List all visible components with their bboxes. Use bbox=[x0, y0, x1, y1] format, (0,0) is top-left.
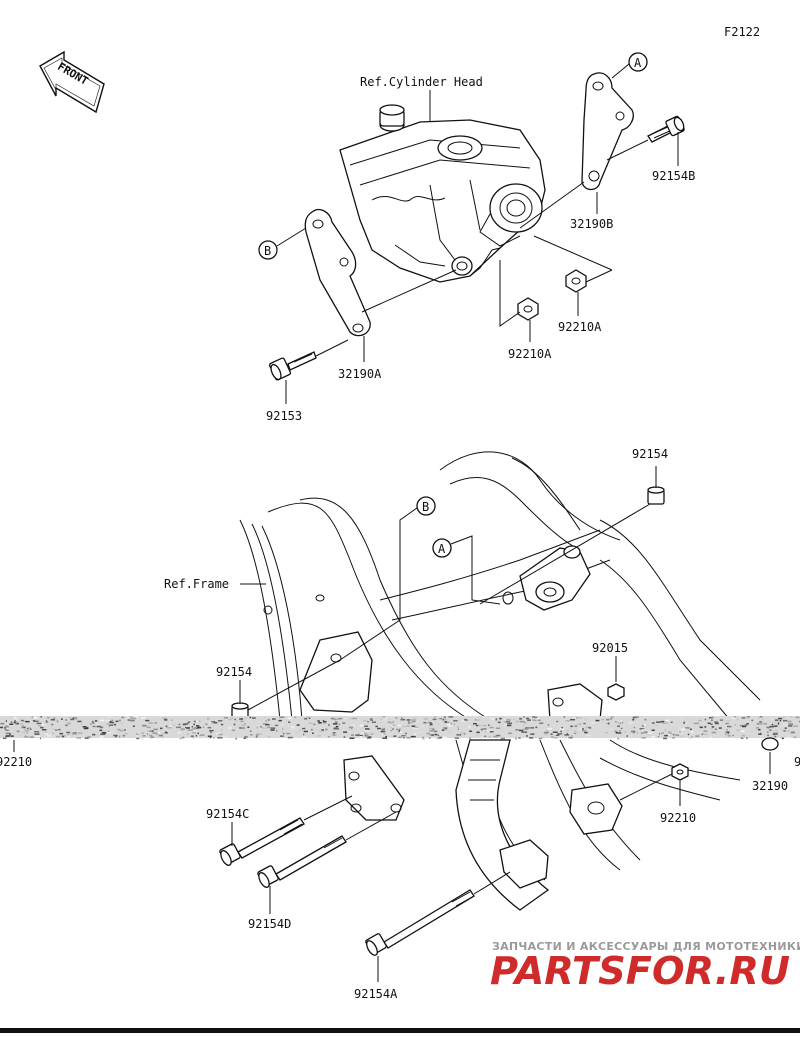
leader-nut-a-axis bbox=[533, 235, 613, 271]
part-32190-right-drawing bbox=[761, 737, 779, 751]
callout-92153: 92153 bbox=[266, 409, 302, 423]
lower-frame-drawing bbox=[343, 739, 741, 911]
marker-a-frame-label: A bbox=[438, 542, 446, 556]
nut-92210-right-drawing bbox=[671, 763, 689, 781]
bolt-92154-left-drawing bbox=[231, 702, 249, 719]
leader-nut-a-right-2 bbox=[585, 269, 613, 283]
bolt-92154d-drawing bbox=[257, 835, 347, 888]
marker-a-top-label: A bbox=[634, 56, 642, 70]
leader-b-frame bbox=[339, 507, 418, 661]
nut-92015-drawing bbox=[607, 683, 625, 701]
nut-92210a-center-drawing bbox=[517, 297, 539, 321]
leader-b-top bbox=[276, 227, 307, 247]
leader-bracket-b-axis bbox=[519, 181, 585, 229]
marker-a-top bbox=[628, 52, 648, 72]
callout-92015: 92015 bbox=[592, 641, 628, 655]
callout-9-cut: 9 bbox=[794, 755, 800, 769]
marker-b-frame-label: B bbox=[422, 500, 429, 514]
callout-92154a: 92154A bbox=[354, 987, 398, 1001]
leader-bolt-d-axis bbox=[345, 811, 397, 841]
bottom-border bbox=[0, 1028, 800, 1033]
leader-bracket-a-axis bbox=[361, 269, 457, 313]
bracket-32190b-drawing bbox=[581, 72, 634, 191]
leader-a-top bbox=[611, 63, 630, 79]
front-arrow-icon: FRONT bbox=[39, 50, 105, 114]
figure-id: F2122 bbox=[724, 25, 760, 39]
callout-92154d: 92154D bbox=[248, 917, 291, 931]
leader-bolt-c-axis bbox=[303, 795, 353, 821]
marker-b-top bbox=[258, 240, 278, 260]
callout-92210-right: 92210 bbox=[660, 811, 696, 825]
leader-bolt-92153-axis bbox=[315, 339, 349, 357]
tear-band bbox=[0, 716, 800, 740]
leader-bolt-92154b-axis bbox=[606, 139, 649, 161]
bracket-32190a-drawing bbox=[304, 208, 371, 337]
ref-cylinder-head: Ref.Cylinder Head bbox=[360, 75, 483, 89]
bolt-92154b-drawing bbox=[647, 115, 685, 143]
callout-92154b: 92154B bbox=[652, 169, 695, 183]
ref-frame: Ref.Frame bbox=[164, 577, 229, 591]
leader-bolt-axis-left bbox=[247, 659, 341, 711]
callout-92154c: 92154C bbox=[206, 807, 249, 821]
leader-bolt-a-axis bbox=[473, 871, 511, 895]
watermark-logo: ЗАПЧАСТИ И АКСЕССУАРЫ ДЛЯ МОТОТЕХНИКИ PA… bbox=[490, 940, 800, 993]
leader-bolt-axis-top bbox=[479, 503, 651, 605]
bolt-92154c-drawing bbox=[219, 817, 305, 866]
leader-nut-axis-right bbox=[619, 773, 673, 801]
leader-nut-a-center-axis bbox=[499, 260, 521, 327]
marker-b-top-label: B bbox=[264, 244, 271, 258]
callout-92210a-center: 92210A bbox=[508, 347, 552, 361]
callout-92210-left: 92210 bbox=[0, 755, 32, 769]
nut-92210a-right-drawing bbox=[565, 269, 587, 293]
callout-92210a-right: 92210A bbox=[558, 320, 602, 334]
bolt-92154a-drawing bbox=[365, 889, 475, 956]
marker-b-frame bbox=[416, 496, 436, 516]
callout-32190-right: 32190 bbox=[752, 779, 788, 793]
callout-32190b: 32190B bbox=[570, 217, 613, 231]
watermark-tagline: ЗАПЧАСТИ И АКСЕССУАРЫ ДЛЯ МОТОТЕХНИКИ bbox=[492, 940, 800, 953]
callout-32190a: 32190A bbox=[338, 367, 382, 381]
marker-a-frame bbox=[432, 538, 452, 558]
callout-92154-top: 92154 bbox=[632, 447, 668, 461]
bolt-92153-drawing bbox=[268, 351, 317, 381]
frame-drawing bbox=[239, 451, 761, 721]
callout-92154-left: 92154 bbox=[216, 665, 252, 679]
bolt-92154-top-drawing bbox=[647, 486, 665, 505]
leader-a-frame bbox=[450, 535, 501, 605]
cylinder-head-drawing bbox=[339, 104, 546, 283]
watermark-brand: PARTSFOR.RU bbox=[490, 949, 790, 993]
